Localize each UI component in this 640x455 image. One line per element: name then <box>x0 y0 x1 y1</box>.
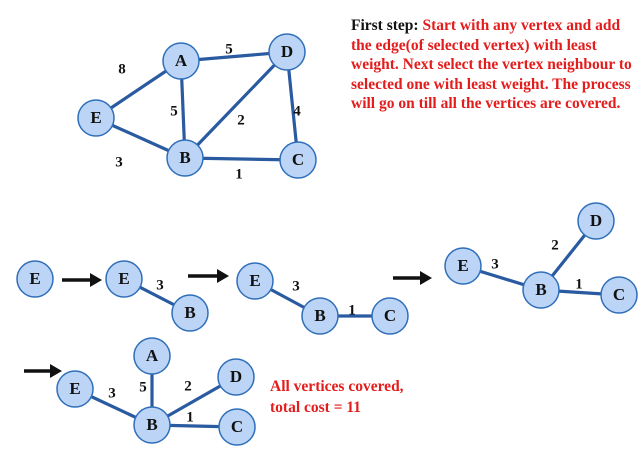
vertex-label-e: E <box>90 108 101 127</box>
vertex-a: A <box>162 42 200 80</box>
edge-weight-b-d: 2 <box>184 378 192 394</box>
vertex-label-e: E <box>118 269 129 288</box>
vertex-e: E <box>105 260 143 298</box>
edge-b-d <box>183 50 289 160</box>
vertex-label-b: B <box>179 148 190 167</box>
vertex-b: B <box>301 297 339 335</box>
vertex-label-b: B <box>146 415 157 434</box>
vertex-a: A <box>133 337 171 375</box>
vertex-label-c: C <box>292 150 304 169</box>
edge-weight-b-c: 1 <box>575 276 583 292</box>
vertex-e: E <box>444 247 482 285</box>
edge-weight-b-c: 1 <box>235 166 243 182</box>
result-summary: All vertices covered, total cost = 11 <box>270 376 470 418</box>
step-arrow-icon <box>62 273 102 287</box>
vertex-c: C <box>371 297 409 335</box>
edge-weight-a-b: 5 <box>170 103 178 119</box>
vertex-b: B <box>522 271 560 309</box>
vertex-label-c: C <box>613 285 625 304</box>
vertex-label-e: E <box>29 269 40 288</box>
edge-weight-e-b: 3 <box>292 278 300 294</box>
vertex-e: E <box>77 99 115 137</box>
edge-weight-e-b: 3 <box>491 256 499 272</box>
vertex-b: B <box>166 139 204 177</box>
step-description-lead: First step: <box>351 17 419 34</box>
vertex-c: C <box>279 141 317 179</box>
vertex-label-b: B <box>535 280 546 299</box>
edge-weight-b-d: 2 <box>237 112 245 128</box>
mst-step-4: 3 2 1 E B D C <box>444 202 638 314</box>
vertex-label-e: E <box>69 379 80 398</box>
edge-weight-e-b: 3 <box>108 385 116 401</box>
result-line-2: total cost = 11 <box>270 399 362 416</box>
vertex-label-d: D <box>230 367 242 386</box>
vertex-d: D <box>577 202 615 240</box>
edge-weight-e-b: 3 <box>115 154 123 170</box>
edge-weight-b-d: 2 <box>551 237 559 253</box>
vertex-b: B <box>133 406 171 444</box>
edge-weight-d-c: 4 <box>293 103 301 119</box>
edge-weight-a-b: 5 <box>139 379 147 395</box>
mst-step-1: E <box>16 260 54 298</box>
vertex-d: D <box>268 33 306 71</box>
edge-weight-e-a: 8 <box>118 61 126 77</box>
edge-weight-e-b: 3 <box>156 277 164 293</box>
vertex-label-a: A <box>175 51 188 70</box>
vertex-label-b: B <box>184 303 195 322</box>
vertex-b: B <box>171 294 209 332</box>
vertex-c: C <box>218 408 256 446</box>
vertex-label-c: C <box>231 417 243 436</box>
edge-weight-b-c: 1 <box>186 409 194 425</box>
input-graph: 8 3 5 5 2 4 1 A B C D E <box>77 33 317 182</box>
vertex-d: D <box>217 358 255 396</box>
step-arrow-icon <box>24 364 62 378</box>
edge-weight-b-c: 1 <box>348 302 356 318</box>
vertex-label-c: C <box>384 306 396 325</box>
vertex-label-a: A <box>146 346 159 365</box>
vertex-label-d: D <box>590 211 602 230</box>
edge-weight-a-d: 5 <box>225 41 233 57</box>
vertex-label-e: E <box>249 271 260 290</box>
step-arrow-icon <box>188 269 229 283</box>
step-description: First step: Start with any vertex and ad… <box>351 16 636 114</box>
vertex-label-e: E <box>457 256 468 275</box>
vertex-e: E <box>16 260 54 298</box>
vertex-e: E <box>236 262 274 300</box>
mst-step-2: 3 E B <box>105 260 209 332</box>
vertex-label-d: D <box>281 42 293 61</box>
result-line-1: All vertices covered, <box>270 378 404 395</box>
step-description-text: Start with any vertex and add the edge(o… <box>351 17 632 112</box>
vertex-e: E <box>56 370 94 408</box>
edge-b-c <box>183 156 300 162</box>
vertex-label-b: B <box>314 306 325 325</box>
vertex-c: C <box>600 276 638 314</box>
mst-step-3: 3 1 E B C <box>236 262 409 335</box>
step-arrow-icon <box>393 271 432 285</box>
mst-step-5: 3 5 2 1 A E B D C <box>56 337 256 446</box>
